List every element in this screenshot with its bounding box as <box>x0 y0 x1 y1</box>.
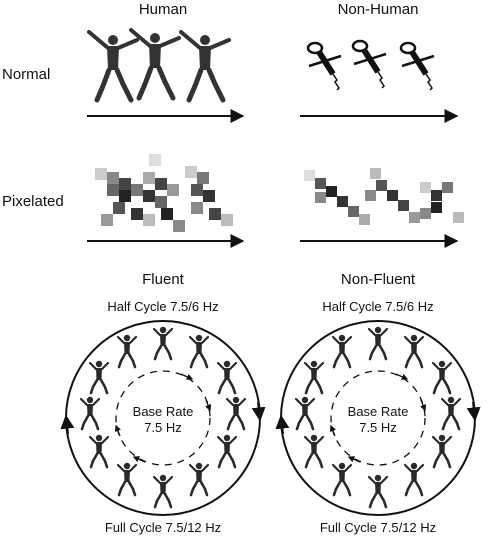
row-label-pixelated: Pixelated <box>2 193 64 210</box>
full-cycle-label-right: Full Cycle 7.5/12 Hz <box>319 520 437 535</box>
base-rate-label-right: Base Rate <box>347 404 409 419</box>
base-rate-ring <box>115 370 211 466</box>
dancer-figure <box>88 433 110 469</box>
ring-arrow <box>275 414 290 435</box>
half-cycle-label-right: Half Cycle 7.5/6 Hz <box>322 299 434 314</box>
human-figure <box>181 32 229 100</box>
inner-arrow <box>180 373 194 380</box>
dancer-figure <box>403 333 425 369</box>
human-pixelated-figures <box>95 154 233 232</box>
column-label-human: Human <box>138 1 188 18</box>
dancer-figure <box>431 433 453 469</box>
dancer-figure <box>216 359 238 395</box>
ring-arrow <box>466 401 481 422</box>
dancer-figure <box>88 359 110 395</box>
base-rate-ring <box>330 370 426 466</box>
fluent-cycle <box>60 320 266 516</box>
dancer-figure <box>367 473 389 509</box>
dancer-figure <box>116 333 138 369</box>
corkscrew-figure <box>401 43 434 90</box>
inner-arrow <box>132 456 146 463</box>
half-cycle-label-left: Half Cycle 7.5/6 Hz <box>107 299 219 314</box>
inner-arrow <box>114 424 121 437</box>
column-label-non-human: Non-Human <box>337 1 419 18</box>
dancer-figure <box>431 359 453 395</box>
dancer-figure <box>331 461 353 497</box>
dancer-figure <box>367 325 389 361</box>
corkscrew-figure <box>308 43 341 90</box>
dancer-figure <box>403 461 425 497</box>
dancer-figure <box>303 433 325 469</box>
base-rate-hz-right: 7.5 Hz <box>359 420 397 435</box>
fluency-label-non-fluent: Non-Fluent <box>340 271 416 288</box>
inner-arrow <box>395 373 409 380</box>
ring-arrow <box>60 414 75 435</box>
dancer-figure <box>188 333 210 369</box>
dancer-figure <box>294 395 316 431</box>
dancer-figure <box>331 333 353 369</box>
base-rate-label-left: Base Rate <box>132 404 194 419</box>
dancer-figure <box>116 461 138 497</box>
corkscrew-figure <box>353 41 386 88</box>
full-cycle-label-left: Full Cycle 7.5/12 Hz <box>104 520 222 535</box>
human-figure <box>89 32 137 100</box>
inner-arrow <box>329 424 336 437</box>
dancer-figure <box>216 433 238 469</box>
dancer-figure <box>79 395 101 431</box>
ring-arrow <box>251 401 266 422</box>
dancer-figure <box>152 325 174 361</box>
inner-arrow <box>347 456 361 463</box>
row-label-normal: Normal <box>2 66 51 83</box>
base-rate-hz-left: 7.5 Hz <box>144 420 182 435</box>
inner-arrow <box>420 399 427 412</box>
inner-arrow <box>205 399 212 412</box>
dancer-figure <box>225 395 247 431</box>
dancer-figure <box>188 461 210 497</box>
human-normal-figures <box>89 30 229 100</box>
corkscrew-normal-figures <box>308 41 434 90</box>
non-fluent-cycle <box>275 320 481 516</box>
dancer-figure <box>152 473 174 509</box>
fluency-label-fluent: Fluent <box>142 271 184 288</box>
dancer-figure <box>440 395 462 431</box>
dancer-figure <box>303 359 325 395</box>
corkscrew-pixelated-figures <box>304 168 464 225</box>
